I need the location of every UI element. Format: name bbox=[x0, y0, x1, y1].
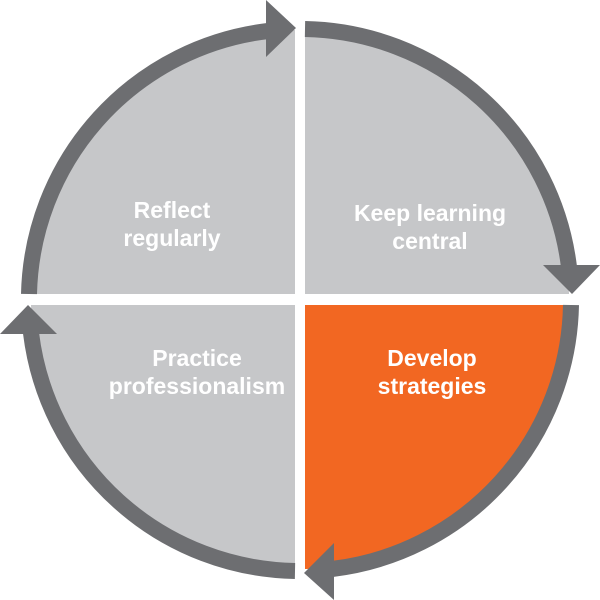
label-keep-learning-central: Keep learning central bbox=[354, 199, 506, 255]
quadrant-top-left bbox=[31, 30, 295, 294]
label-line-2: strategies bbox=[377, 373, 487, 399]
arrow-band-bottom-left bbox=[23, 332, 296, 579]
quadrant-bottom-right bbox=[305, 305, 569, 569]
quadrant-top-right bbox=[305, 30, 569, 294]
label-line-2: professionalism bbox=[108, 373, 286, 399]
label-reflect-regularly: Reflect regularly bbox=[123, 196, 220, 252]
arrow-band-top-right bbox=[304, 21, 577, 268]
arrowhead-up-icon bbox=[0, 305, 57, 334]
label-line-1: Practice bbox=[152, 345, 242, 371]
quadrant-bottom-left bbox=[31, 305, 295, 569]
label-line-2: central bbox=[392, 228, 468, 254]
label-line-2: regularly bbox=[123, 225, 221, 251]
arrowhead-down-icon bbox=[543, 265, 600, 294]
label-line-1: Develop bbox=[387, 345, 477, 371]
label-line-1: Keep learning bbox=[353, 200, 507, 226]
arrow-band-bottom-right bbox=[331, 304, 579, 577]
label-line-1: Reflect bbox=[133, 197, 211, 223]
arrowhead-left-icon bbox=[304, 543, 334, 600]
arrowhead-right-icon bbox=[266, 0, 296, 57]
label-develop-strategies: Develop strategies bbox=[378, 344, 487, 400]
label-practice-professionalism: Practice professionalism bbox=[109, 344, 285, 400]
arrow-band-top-left bbox=[21, 23, 269, 295]
